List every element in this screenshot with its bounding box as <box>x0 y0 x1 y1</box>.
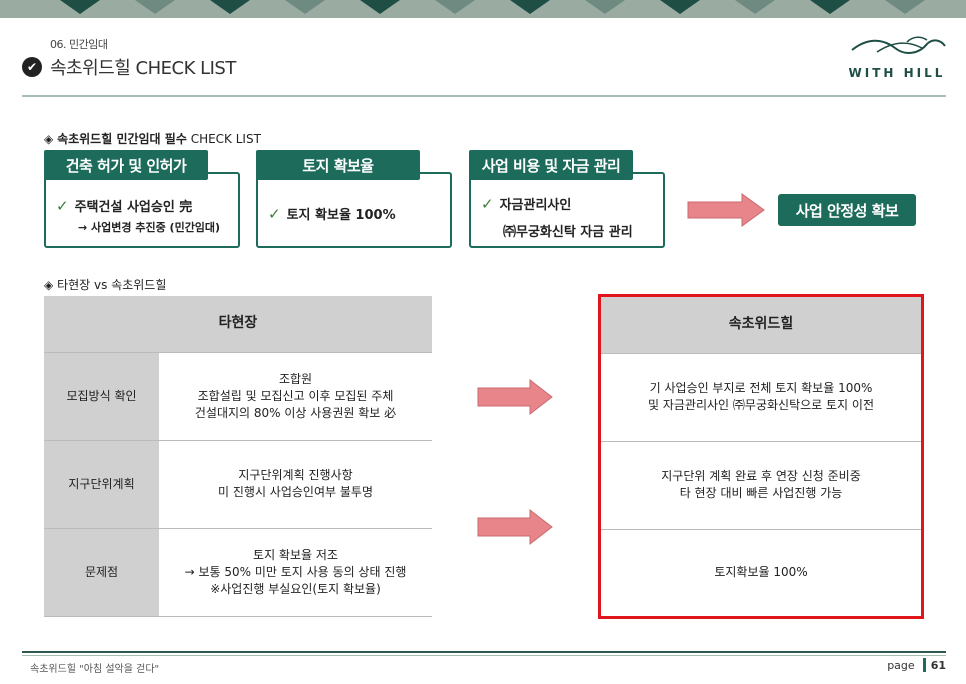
logo-wave-icon <box>851 36 946 54</box>
cell-line: → 보통 50% 미만 토지 사용 동의 상태 진행 <box>184 564 407 579</box>
diamond-bullet-icon: ◈ <box>44 132 54 146</box>
cell-line: 지구단위 계획 완료 후 연장 신청 준비중 <box>661 469 861 483</box>
other-site-cell: 토지 확보율 저조 → 보통 50% 미만 토지 사용 동의 상태 진행 ※사업… <box>159 528 432 617</box>
sokcho-withhill-cell: 기 사업승인 부지로 전체 토지 확보율 100% 및 자금관리사인 ㈜무궁화신… <box>601 353 921 442</box>
footer-tagline: 속초위드힐 "아침 설악을 걷다" <box>30 664 160 675</box>
row-label: 문제점 <box>44 528 159 617</box>
cell-line: 미 진행시 사업승인여부 불투명 <box>218 485 373 499</box>
card-land: ✓ 토지 확보율 100% <box>256 172 452 248</box>
check-mark-icon: ✓ <box>268 205 281 223</box>
right-arrow-icon <box>477 508 553 546</box>
other-site-table: 타현장 모집방식 확인 조합원 조합설립 및 모집신고 이후 모집된 주체 건설… <box>44 296 432 617</box>
other-site-cell: 지구단위계획 진행사항 미 진행시 사업승인여부 불투명 <box>159 440 432 529</box>
table-row: 지구단위 계획 완료 후 연장 신청 준비중 타 현장 대비 빠른 사업진행 가… <box>601 441 921 530</box>
table-row: 기 사업승인 부지로 전체 토지 확보율 100% 및 자금관리사인 ㈜무궁화신… <box>601 353 921 442</box>
section-number: 06. 민간임대 <box>50 38 108 51</box>
page-divider-bar <box>922 658 926 672</box>
table-row: 지구단위계획 지구단위계획 진행사항 미 진행시 사업승인여부 불투명 <box>44 440 432 529</box>
cell-line: 토지확보율 100% <box>714 565 808 580</box>
page-header: 06. 민간임대 ✔ 속초위드힐 CHECK LIST <box>22 36 236 80</box>
cell-line: 조합원 <box>278 371 313 386</box>
result-badge: 사업 안정성 확보 <box>778 194 916 226</box>
sokcho-withhill-header: 속초위드힐 <box>601 297 921 354</box>
other-site-header: 타현장 <box>44 296 432 353</box>
top-band-pattern <box>60 0 925 14</box>
card-land-line1: 토지 확보율 100% <box>286 208 396 223</box>
cell-line: 토지 확보율 저조 <box>253 547 338 562</box>
checklist-heading-bold: 속초위드힐 민간임대 필수 <box>57 132 187 146</box>
table-row: 문제점 토지 확보율 저조 → 보통 50% 미만 토지 사용 동의 상태 진행… <box>44 528 432 617</box>
cell-line: 조합설립 및 모집신고 이후 모집된 주체 <box>197 388 394 403</box>
cell-line: 기 사업승인 부지로 전체 토지 확보율 100% <box>649 381 873 395</box>
card-permits-body: ✓ 주택건설 사업승인 完 → 사업변경 추진중 (민간임대) <box>56 196 236 235</box>
card-land-body: ✓ 토지 확보율 100% <box>268 204 448 223</box>
title-row: ✔ 속초위드힐 CHECK LIST <box>22 54 236 80</box>
card-funds-line2: ㈜무궁화신탁 자금 관리 <box>503 225 633 240</box>
other-site-cell: 조합원 조합설립 및 모집신고 이후 모집된 주체 건설대지의 80% 이상 사… <box>159 352 432 441</box>
page-title: 속초위드힐 CHECK LIST <box>50 58 236 79</box>
card-permits-tab: 건축 허가 및 인허가 <box>44 150 208 180</box>
cell-line: 지구단위계획 진행사항 <box>238 468 353 482</box>
card-land-tab: 토지 확보율 <box>256 150 420 180</box>
header-divider <box>22 95 946 97</box>
row-label: 지구단위계획 <box>44 440 159 529</box>
table-row: 토지확보율 100% <box>601 529 921 616</box>
checklist-heading: ◈ 속초위드힐 민간임대 필수 CHECK LIST <box>44 130 261 147</box>
card-permits-line2: → 사업변경 추진중 (민간임대) <box>78 221 221 234</box>
right-arrow-icon <box>687 193 765 227</box>
sokcho-withhill-cell: 토지확보율 100% <box>601 529 921 616</box>
card-funds-line1: 자금관리사인 <box>499 198 572 213</box>
sokcho-withhill-cell: 지구단위 계획 완료 후 연장 신청 준비중 타 현장 대비 빠른 사업진행 가… <box>601 441 921 530</box>
card-funds: ✓ 자금관리사인 ㈜무궁화신탁 자금 관리 <box>469 172 665 248</box>
diamond-bullet-icon: ◈ <box>44 278 54 292</box>
footer-divider-thin <box>22 655 946 656</box>
card-permits: ✓ 주택건설 사업승인 完 → 사업변경 추진중 (민간임대) <box>44 172 240 248</box>
footer-divider <box>22 651 946 653</box>
cell-line: ※사업진행 부실요인(토지 확보율) <box>210 581 381 596</box>
sokcho-withhill-table: 속초위드힐 기 사업승인 부지로 전체 토지 확보율 100% 및 자금관리사인… <box>601 297 921 616</box>
check-circle-icon: ✔ <box>22 57 42 77</box>
with-hill-logo: WITH HILL <box>842 34 952 80</box>
table-row: 모집방식 확인 조합원 조합설립 및 모집신고 이후 모집된 주체 건설대지의 … <box>44 352 432 441</box>
page-label: page <box>887 658 915 672</box>
comparison-heading-text: 타현장 vs 속초위드힐 <box>57 278 167 292</box>
card-funds-tab: 사업 비용 및 자금 관리 <box>469 150 633 180</box>
page-number: 61 <box>930 658 946 672</box>
page-indicator: page 61 <box>887 658 946 672</box>
check-mark-icon: ✓ <box>481 195 494 213</box>
check-mark-icon: ✓ <box>56 197 69 215</box>
checklist-heading-rest: CHECK LIST <box>190 132 261 146</box>
logo-text: WITH HILL <box>848 66 946 80</box>
row-label: 모집방식 확인 <box>44 352 159 441</box>
cell-line: 타 현장 대비 빠른 사업진행 가능 <box>679 486 843 500</box>
cell-line: 건설대지의 80% 이상 사용권원 확보 必 <box>194 405 397 420</box>
comparison-heading: ◈ 타현장 vs 속초위드힐 <box>44 276 166 293</box>
card-permits-line1: 주택건설 사업승인 完 <box>74 200 193 215</box>
right-arrow-icon <box>477 378 553 416</box>
cell-line: 및 자금관리사인 ㈜무궁화신탁으로 토지 이전 <box>648 398 874 412</box>
top-decorative-band <box>0 0 966 18</box>
card-funds-body: ✓ 자금관리사인 ㈜무궁화신탁 자금 관리 <box>481 194 661 240</box>
sokcho-withhill-highlight-box: 속초위드힐 기 사업승인 부지로 전체 토지 확보율 100% 및 자금관리사인… <box>598 294 924 619</box>
